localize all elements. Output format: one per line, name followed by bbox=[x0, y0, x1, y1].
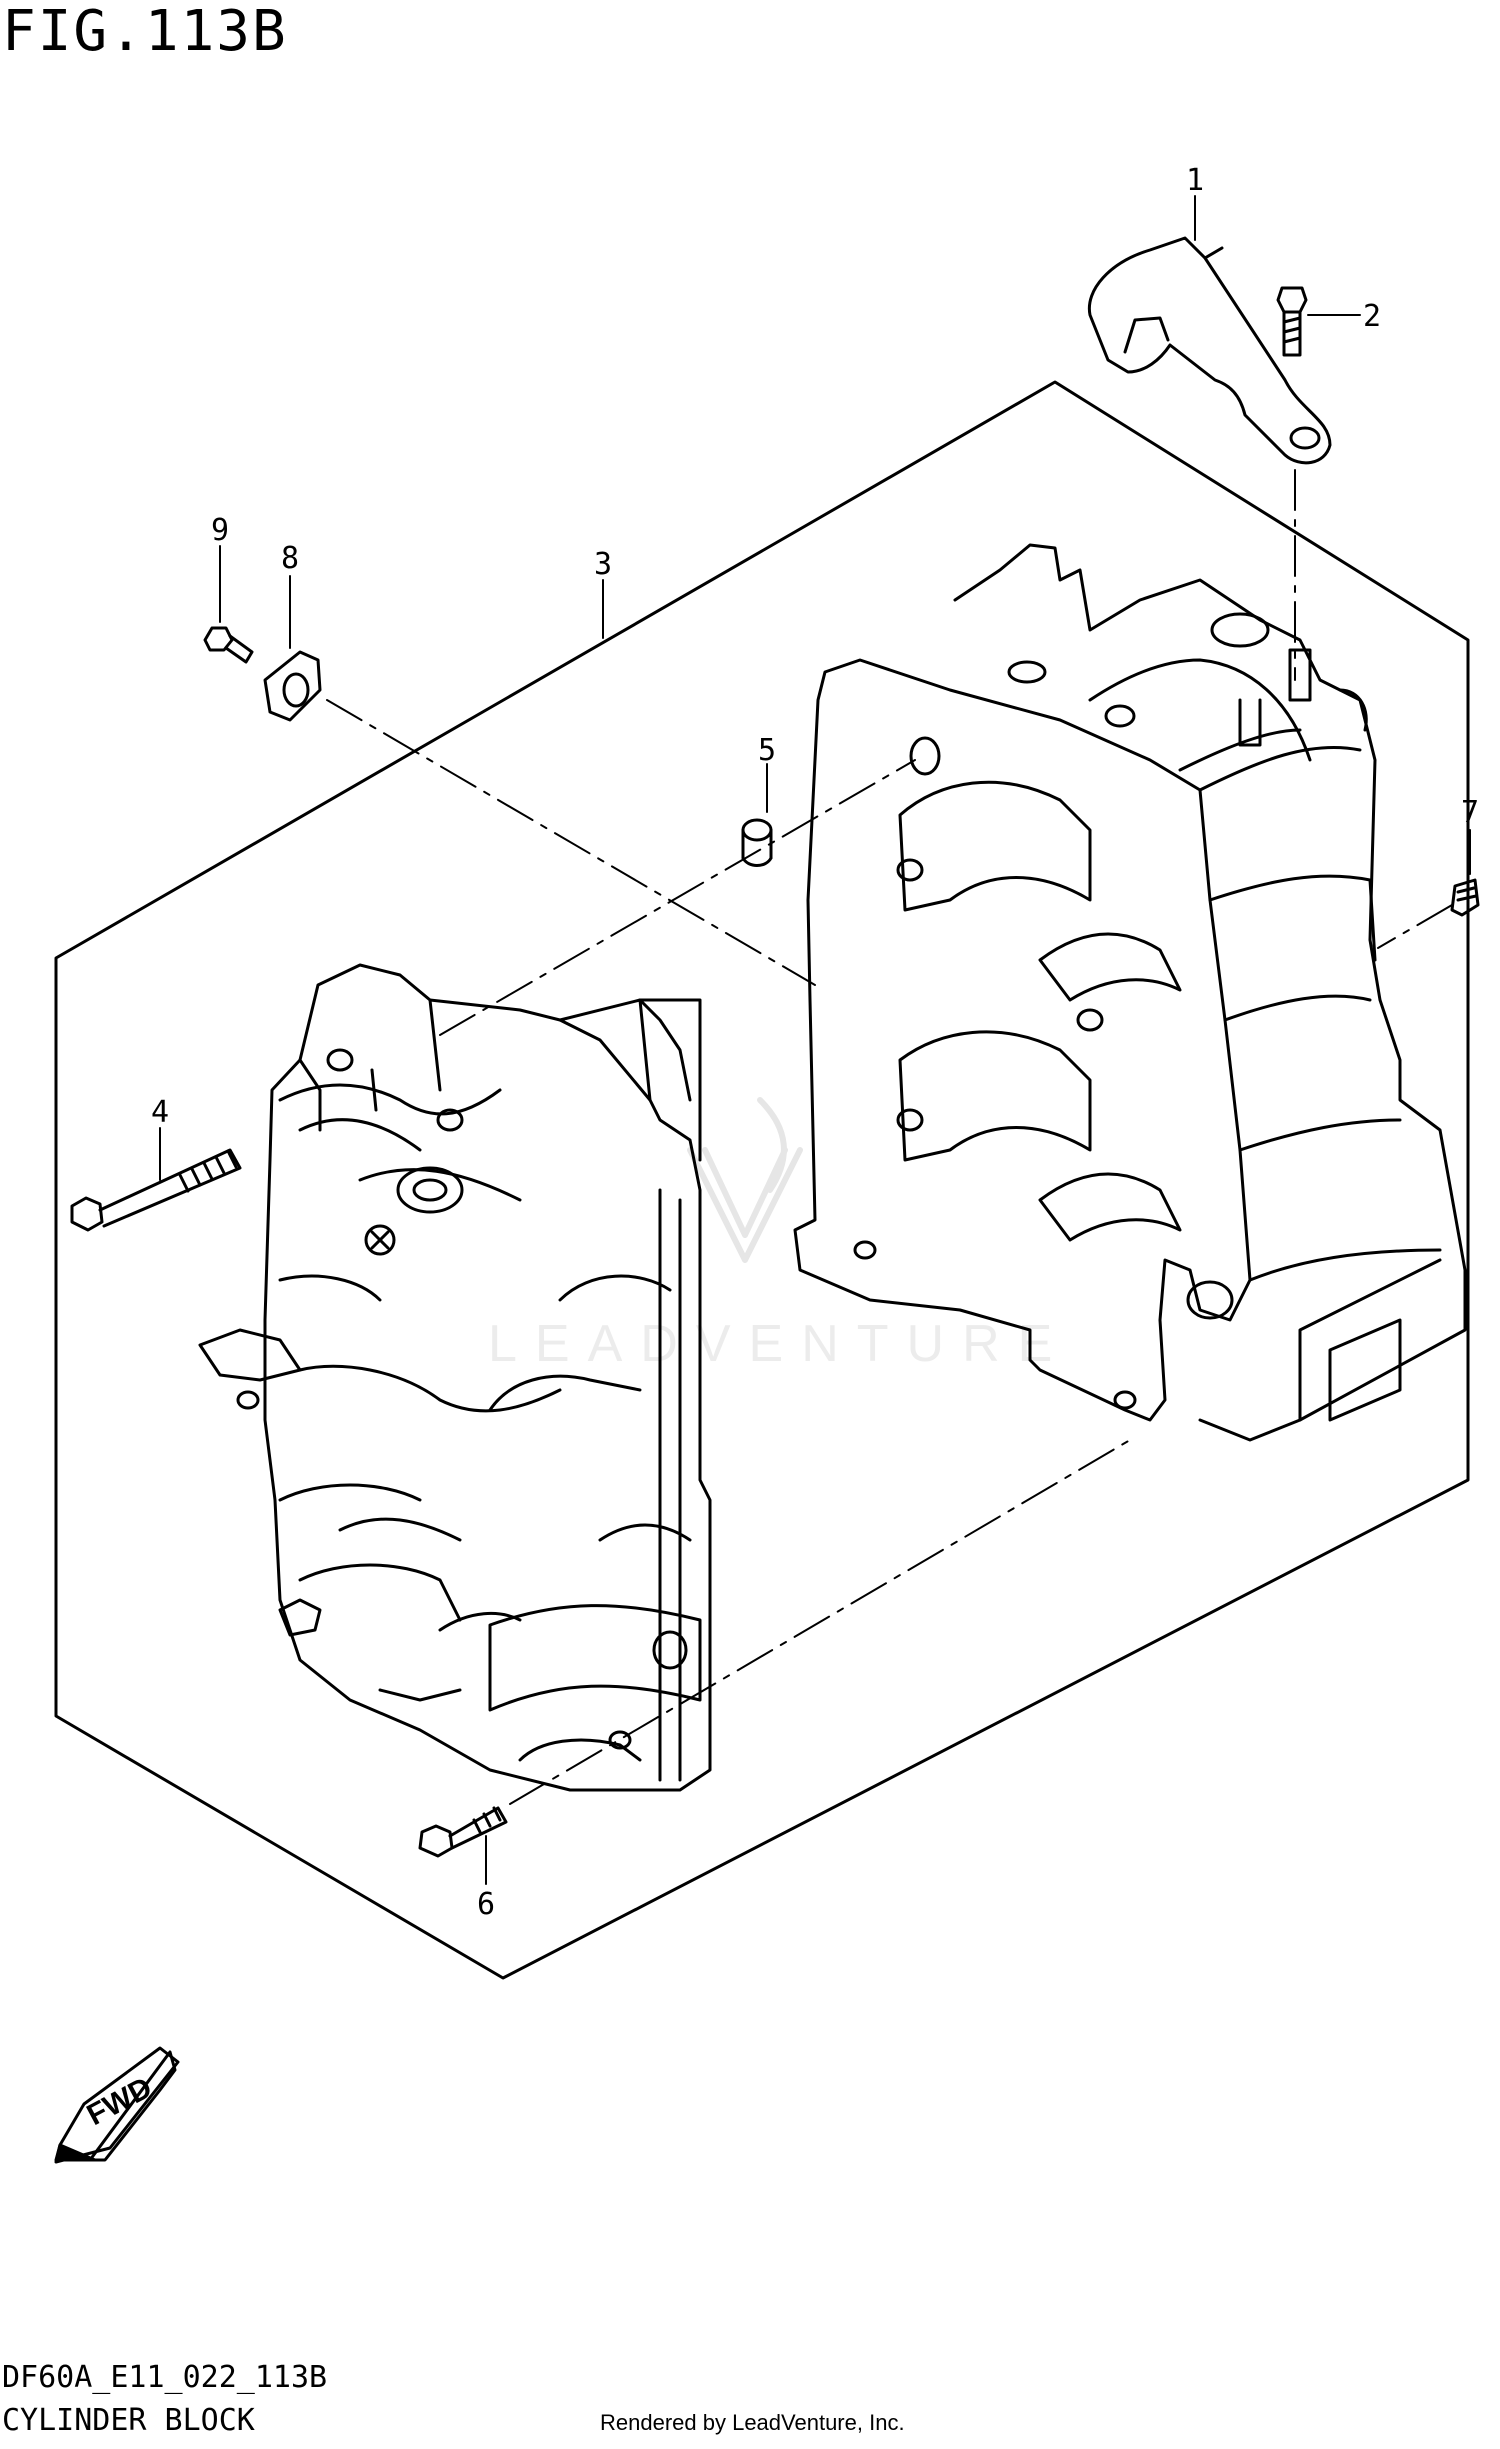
callout-8: 8 bbox=[281, 541, 299, 576]
fwd-label: FWD bbox=[82, 2071, 158, 2132]
callout-9: 9 bbox=[211, 513, 229, 548]
callout-4: 4 bbox=[151, 1095, 169, 1130]
callout-6: 6 bbox=[477, 1887, 495, 1922]
part-7-plug bbox=[1450, 878, 1480, 917]
part-8-grommet bbox=[263, 650, 322, 722]
callout-7: 7 bbox=[1461, 795, 1479, 830]
watermark-logo bbox=[687, 1097, 803, 1263]
watermark-text: LEADVENTURE bbox=[488, 1315, 1071, 1373]
callout-5: 5 bbox=[758, 733, 776, 768]
callout-1: 1 bbox=[1186, 163, 1204, 198]
assembly-frame bbox=[54, 380, 1470, 1980]
credit-text: Rendered by LeadVenture, Inc. bbox=[600, 2410, 905, 2435]
part-6-bolt bbox=[418, 1806, 508, 1858]
alignment-lines bbox=[326, 469, 1453, 1805]
part-3-cylinder-block bbox=[793, 543, 1467, 1442]
part-1-hanger bbox=[1087, 236, 1332, 465]
callout-2: 2 bbox=[1363, 299, 1381, 334]
figure-code: DF60A_E11_022_113B bbox=[2, 2360, 328, 2395]
fwd-arrow-icon bbox=[54, 2046, 180, 2164]
part-5-dowel-pin bbox=[741, 818, 773, 867]
part-2-bolt bbox=[1276, 286, 1308, 357]
crankcase bbox=[198, 963, 712, 1792]
part-4-long-bolt bbox=[70, 1148, 242, 1232]
leader-lines bbox=[159, 195, 1471, 1885]
callout-3: 3 bbox=[594, 547, 612, 582]
part-9-screw bbox=[203, 626, 254, 664]
figure-name: CYLINDER BLOCK bbox=[2, 2403, 255, 2438]
figure-title: FIG.113B bbox=[2, 0, 288, 64]
